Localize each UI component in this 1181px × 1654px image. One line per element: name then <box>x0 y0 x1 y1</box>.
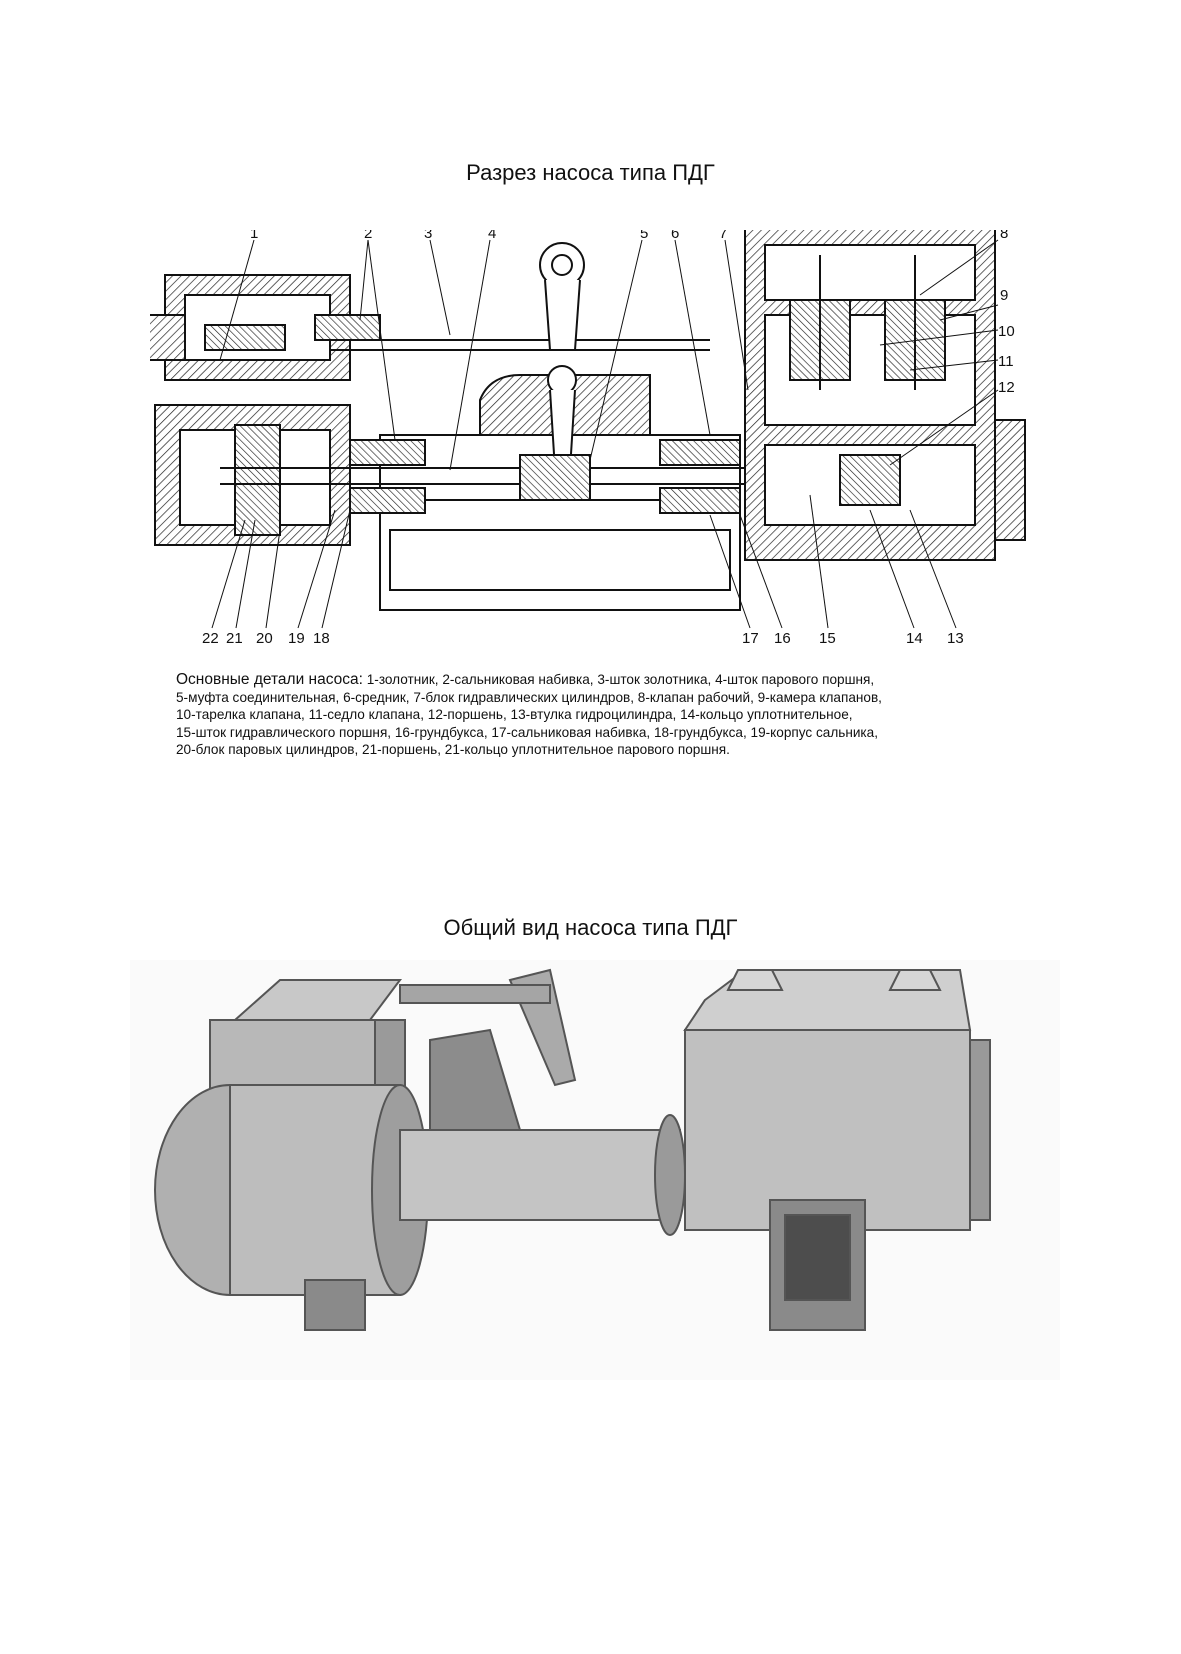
leader-lines <box>219 239 999 471</box>
legend-line: 10-тарелка клапана, 11-седло клапана, 12… <box>176 707 853 722</box>
callout-9: 9 <box>1000 287 1008 304</box>
callout-13: 13 <box>947 630 964 647</box>
callout-4: 4 <box>488 230 496 242</box>
pump-cross-section-drawing: 1 2 3 4 5 6 7 8 9 10 11 12 22 21 20 19 1… <box>150 230 1026 647</box>
legend-line: 1-золотник, 2-сальниковая набивка, 3-што… <box>362 672 875 687</box>
callout-16: 16 <box>774 630 791 647</box>
callout-19: 19 <box>288 630 305 647</box>
callout-15: 15 <box>819 630 836 647</box>
callout-3: 3 <box>424 230 432 242</box>
callout-2: 2 <box>364 230 372 242</box>
section-title: Разрез насоса типа ПДГ <box>466 160 715 185</box>
callout-11: 11 <box>998 353 1014 370</box>
legend-lead: Основные детали насоса: <box>176 671 363 688</box>
callout-10: 10 <box>998 323 1015 340</box>
callout-6: 6 <box>671 230 679 242</box>
callout-8: 8 <box>1000 230 1008 242</box>
callout-1: 1 <box>250 230 258 242</box>
callouts-bottom: 22 21 20 19 18 17 16 15 14 13 <box>202 630 964 647</box>
callout-5: 5 <box>640 230 648 242</box>
callout-20: 20 <box>256 630 273 647</box>
callout-18: 18 <box>313 630 330 647</box>
legend-line: 15-шток гидравлического поршня, 16-грунд… <box>176 724 879 740</box>
callout-22: 22 <box>202 630 219 647</box>
pump-general-view-image <box>130 960 1060 1380</box>
callout-14: 14 <box>906 630 923 647</box>
callout-7: 7 <box>719 230 727 242</box>
view-title: Общий вид насоса типа ПДГ <box>443 915 738 940</box>
leader-lines-bottom <box>211 494 957 629</box>
callout-17: 17 <box>742 630 759 647</box>
drawing-lines <box>150 230 1026 611</box>
parts-legend: Основные детали насоса: 1-золотник, 2-са… <box>176 671 1036 759</box>
callouts-top: 1 2 3 4 5 6 7 8 9 10 11 12 <box>250 230 1015 396</box>
photo-shapes <box>154 968 991 1331</box>
callout-21: 21 <box>226 630 243 647</box>
callout-12: 12 <box>998 379 1015 396</box>
legend-line: 5-муфта соединительная, 6-средник, 7-бло… <box>176 689 882 705</box>
legend-line: 20-блок паровых цилиндров, 21-поршень, 2… <box>176 742 730 757</box>
